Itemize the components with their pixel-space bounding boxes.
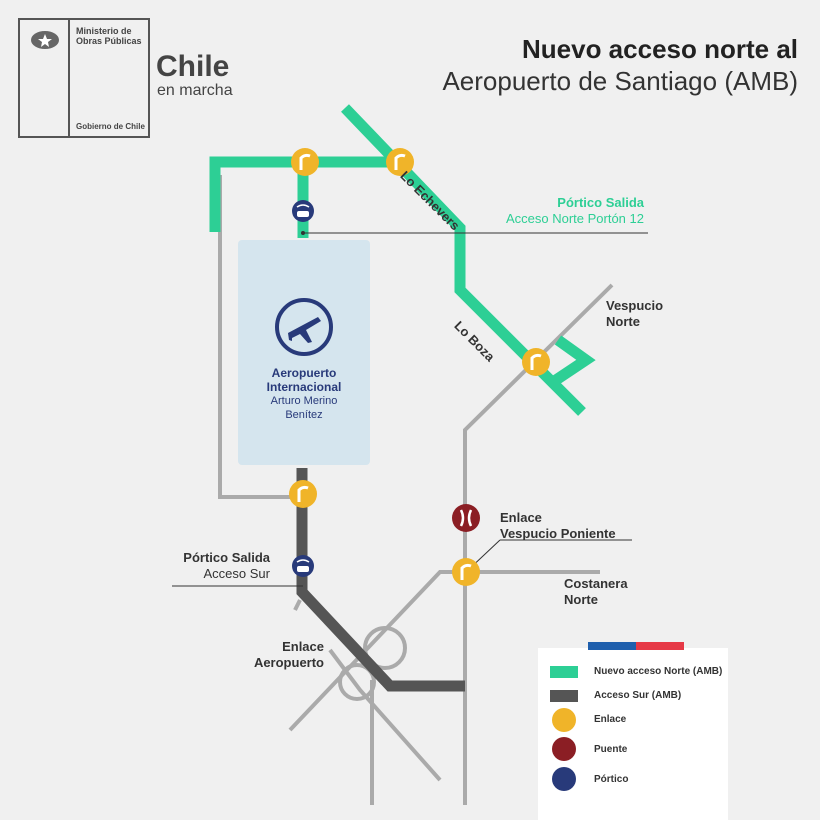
mop-logo: Ministerio de Obras Públicas Gobierno de… bbox=[18, 18, 150, 138]
legend-label: Puente bbox=[594, 744, 628, 755]
brand-sub: en marcha bbox=[157, 82, 233, 99]
streets bbox=[218, 175, 614, 805]
title-line-2: Aeropuerto de Santiago (AMB) bbox=[442, 66, 798, 96]
enlace-vespucio-subtitle: Vespucio Poniente bbox=[500, 526, 616, 541]
portico-sur-title: Pórtico Salida bbox=[183, 550, 270, 565]
enlace-icon bbox=[289, 148, 550, 586]
legend-label: Acceso Sur (AMB) bbox=[594, 690, 682, 701]
puente-icon bbox=[452, 504, 480, 532]
enlace-vespucio-label: Enlace Vespucio Poniente bbox=[500, 510, 616, 542]
enlace-aeropuerto-title: Enlace bbox=[282, 639, 324, 654]
portico-sur-label: Pórtico Salida Acceso Sur bbox=[183, 550, 270, 582]
enlace-aeropuerto-subtitle: Aeropuerto bbox=[253, 655, 324, 670]
legend-label: Pórtico bbox=[594, 774, 629, 785]
airport-line-4: Benítez bbox=[285, 409, 323, 421]
portico-norte-label: Pórtico Salida Acceso Norte Portón 12 bbox=[506, 195, 644, 227]
portico-norte-title: Pórtico Salida bbox=[557, 195, 644, 210]
street-vespucio-norte: Vespucio Norte bbox=[606, 298, 664, 329]
government-label: Gobierno de Chile bbox=[76, 122, 145, 131]
title-line-1: Nuevo acceso norte al bbox=[522, 34, 798, 64]
brand-chile: Chile bbox=[156, 50, 230, 83]
legend-label: Enlace bbox=[594, 714, 627, 725]
flag-bar-blue bbox=[588, 642, 636, 650]
street-costanera-norte: Costanera Norte bbox=[564, 576, 628, 607]
dark-line-swatch bbox=[550, 690, 578, 702]
airplane-icon bbox=[275, 298, 333, 356]
puente-icon bbox=[552, 737, 576, 761]
airport-line-2: Internacional bbox=[266, 380, 342, 394]
ministry-name: Ministerio de Obras Públicas bbox=[76, 26, 142, 46]
portico-sur-subtitle: Acceso Sur bbox=[203, 566, 270, 581]
portico-icon bbox=[292, 200, 314, 577]
airport-line-1: Aeropuerto bbox=[271, 366, 337, 380]
airport-label: Aeropuerto Internacional Arturo Merino B… bbox=[254, 366, 354, 422]
enlace-aeropuerto-label: Enlace Aeropuerto bbox=[254, 639, 324, 671]
legend-label: Nuevo acceso Norte (AMB) bbox=[594, 666, 723, 677]
airport-line-3: Arturo Merino bbox=[270, 395, 338, 407]
enlace-icon bbox=[552, 708, 576, 732]
flag-bar-red bbox=[636, 642, 684, 650]
enlace-vespucio-title: Enlace bbox=[500, 510, 542, 525]
green-line-swatch bbox=[550, 666, 578, 678]
acceso-sur-road bbox=[296, 468, 465, 692]
legend: Nuevo acceso Norte (AMB) Acceso Sur (AMB… bbox=[538, 642, 728, 820]
coat-of-arms-icon bbox=[31, 31, 59, 49]
portico-icon bbox=[552, 767, 576, 791]
portico-norte-subtitle: Acceso Norte Portón 12 bbox=[505, 211, 644, 226]
